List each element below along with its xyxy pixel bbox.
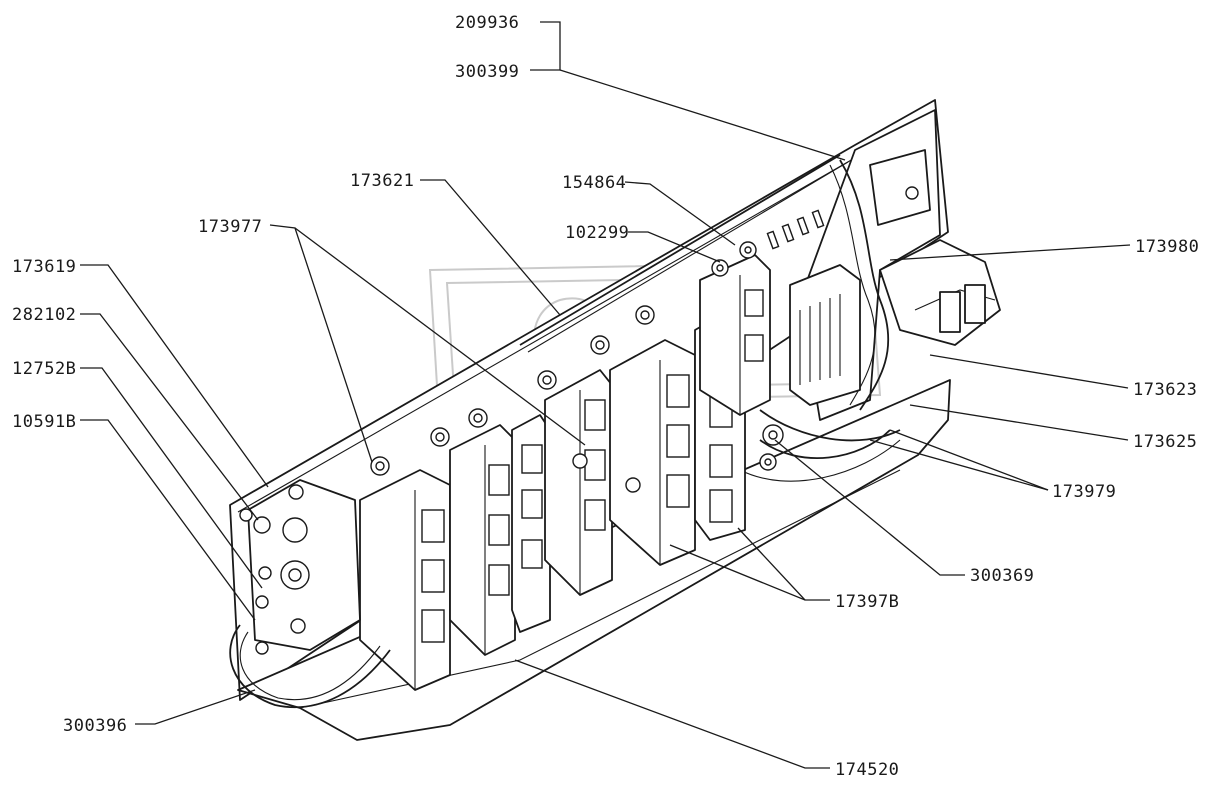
- label-127528: 12752B: [12, 359, 76, 379]
- label-174520: 174520: [835, 760, 899, 780]
- label-173625: 173625: [1133, 432, 1197, 452]
- label-282102: 282102: [12, 305, 76, 325]
- label-105918: 10591B: [12, 412, 76, 432]
- part-labels: 209936 300399 173621 154864 102299 17397…: [12, 13, 1199, 780]
- label-173978: 17397B: [835, 592, 899, 612]
- relay-module-3: [511, 414, 551, 633]
- relay-module-7: [699, 254, 771, 416]
- relay-coil-block: [789, 264, 861, 406]
- label-173977: 173977: [198, 217, 262, 237]
- label-300396: 300396: [63, 716, 127, 736]
- label-173621: 173621: [350, 171, 414, 191]
- label-173623: 173623: [1133, 380, 1197, 400]
- panel-slots: [766, 209, 825, 250]
- label-102299: 102299: [565, 223, 629, 243]
- label-173979: 173979: [1052, 482, 1116, 502]
- console-assembly: [229, 99, 1001, 741]
- label-173980: 173980: [1135, 237, 1199, 257]
- left-terminal-block: [239, 479, 361, 655]
- label-300369: 300369: [970, 566, 1034, 586]
- relay-module-2: [449, 424, 516, 656]
- label-173619: 173619: [12, 257, 76, 277]
- fastener-nuts: [370, 241, 784, 493]
- label-300399: 300399: [455, 62, 519, 82]
- label-209936: 209936: [455, 13, 519, 33]
- relay-module-5: [609, 339, 696, 566]
- leader-lines: [80, 21, 1131, 769]
- relay-module-4: [544, 369, 613, 596]
- label-154864: 154864: [562, 173, 626, 193]
- relay-module-1: [359, 469, 451, 691]
